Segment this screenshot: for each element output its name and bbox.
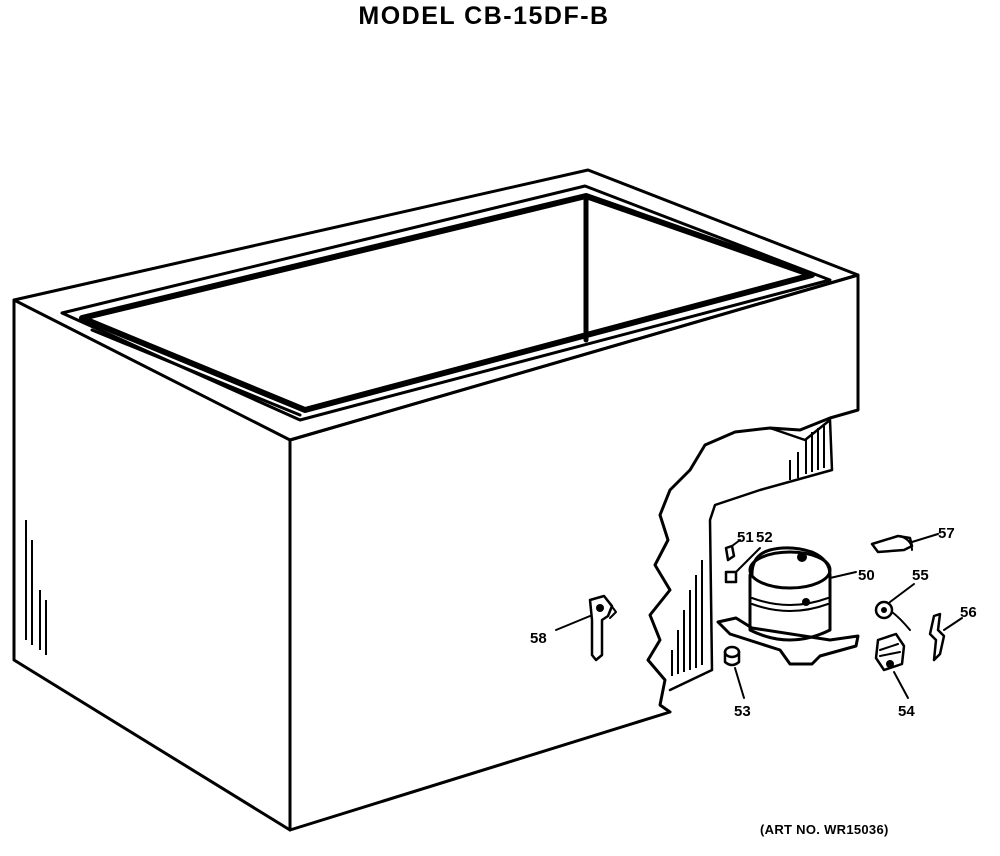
cutaway-hatching [671,424,825,676]
part-58-drain[interactable] [555,594,617,662]
part-label-55: 55 [912,567,929,584]
part-label-50: 50 [858,567,875,584]
part-51-clip[interactable] [724,539,741,562]
diagram-title: MODEL CB-15DF-B [358,2,610,30]
part-label-52: 52 [756,529,773,546]
part-50-compressor[interactable] [716,546,860,666]
part-56-fan-blade[interactable] [928,612,963,662]
freezer-cabinet [12,168,860,832]
part-54-relay[interactable] [874,632,909,699]
art-number: (ART NO. WR15036) [760,822,889,837]
cabinet-liner-edge [79,193,815,413]
cabinet-right-face [288,273,860,832]
cabinet-inner-left-edge [90,328,302,417]
cabinet-left-face [12,298,292,832]
part-label-57: 57 [938,525,955,542]
part-label-56: 56 [960,604,977,621]
part-57-harness[interactable] [870,533,939,554]
part-label-54: 54 [898,703,915,720]
part-52-grommet[interactable] [724,547,761,584]
part-label-51: 51 [737,529,754,546]
part-label-58: 58 [530,630,547,647]
part-53-mount[interactable] [723,645,745,699]
cabinet-opening [60,184,832,422]
part-label-53: 53 [734,703,751,720]
left-face-hatching [25,520,47,655]
cabinet-cutaway-wall [668,418,834,692]
part-55-overload[interactable] [874,583,915,631]
